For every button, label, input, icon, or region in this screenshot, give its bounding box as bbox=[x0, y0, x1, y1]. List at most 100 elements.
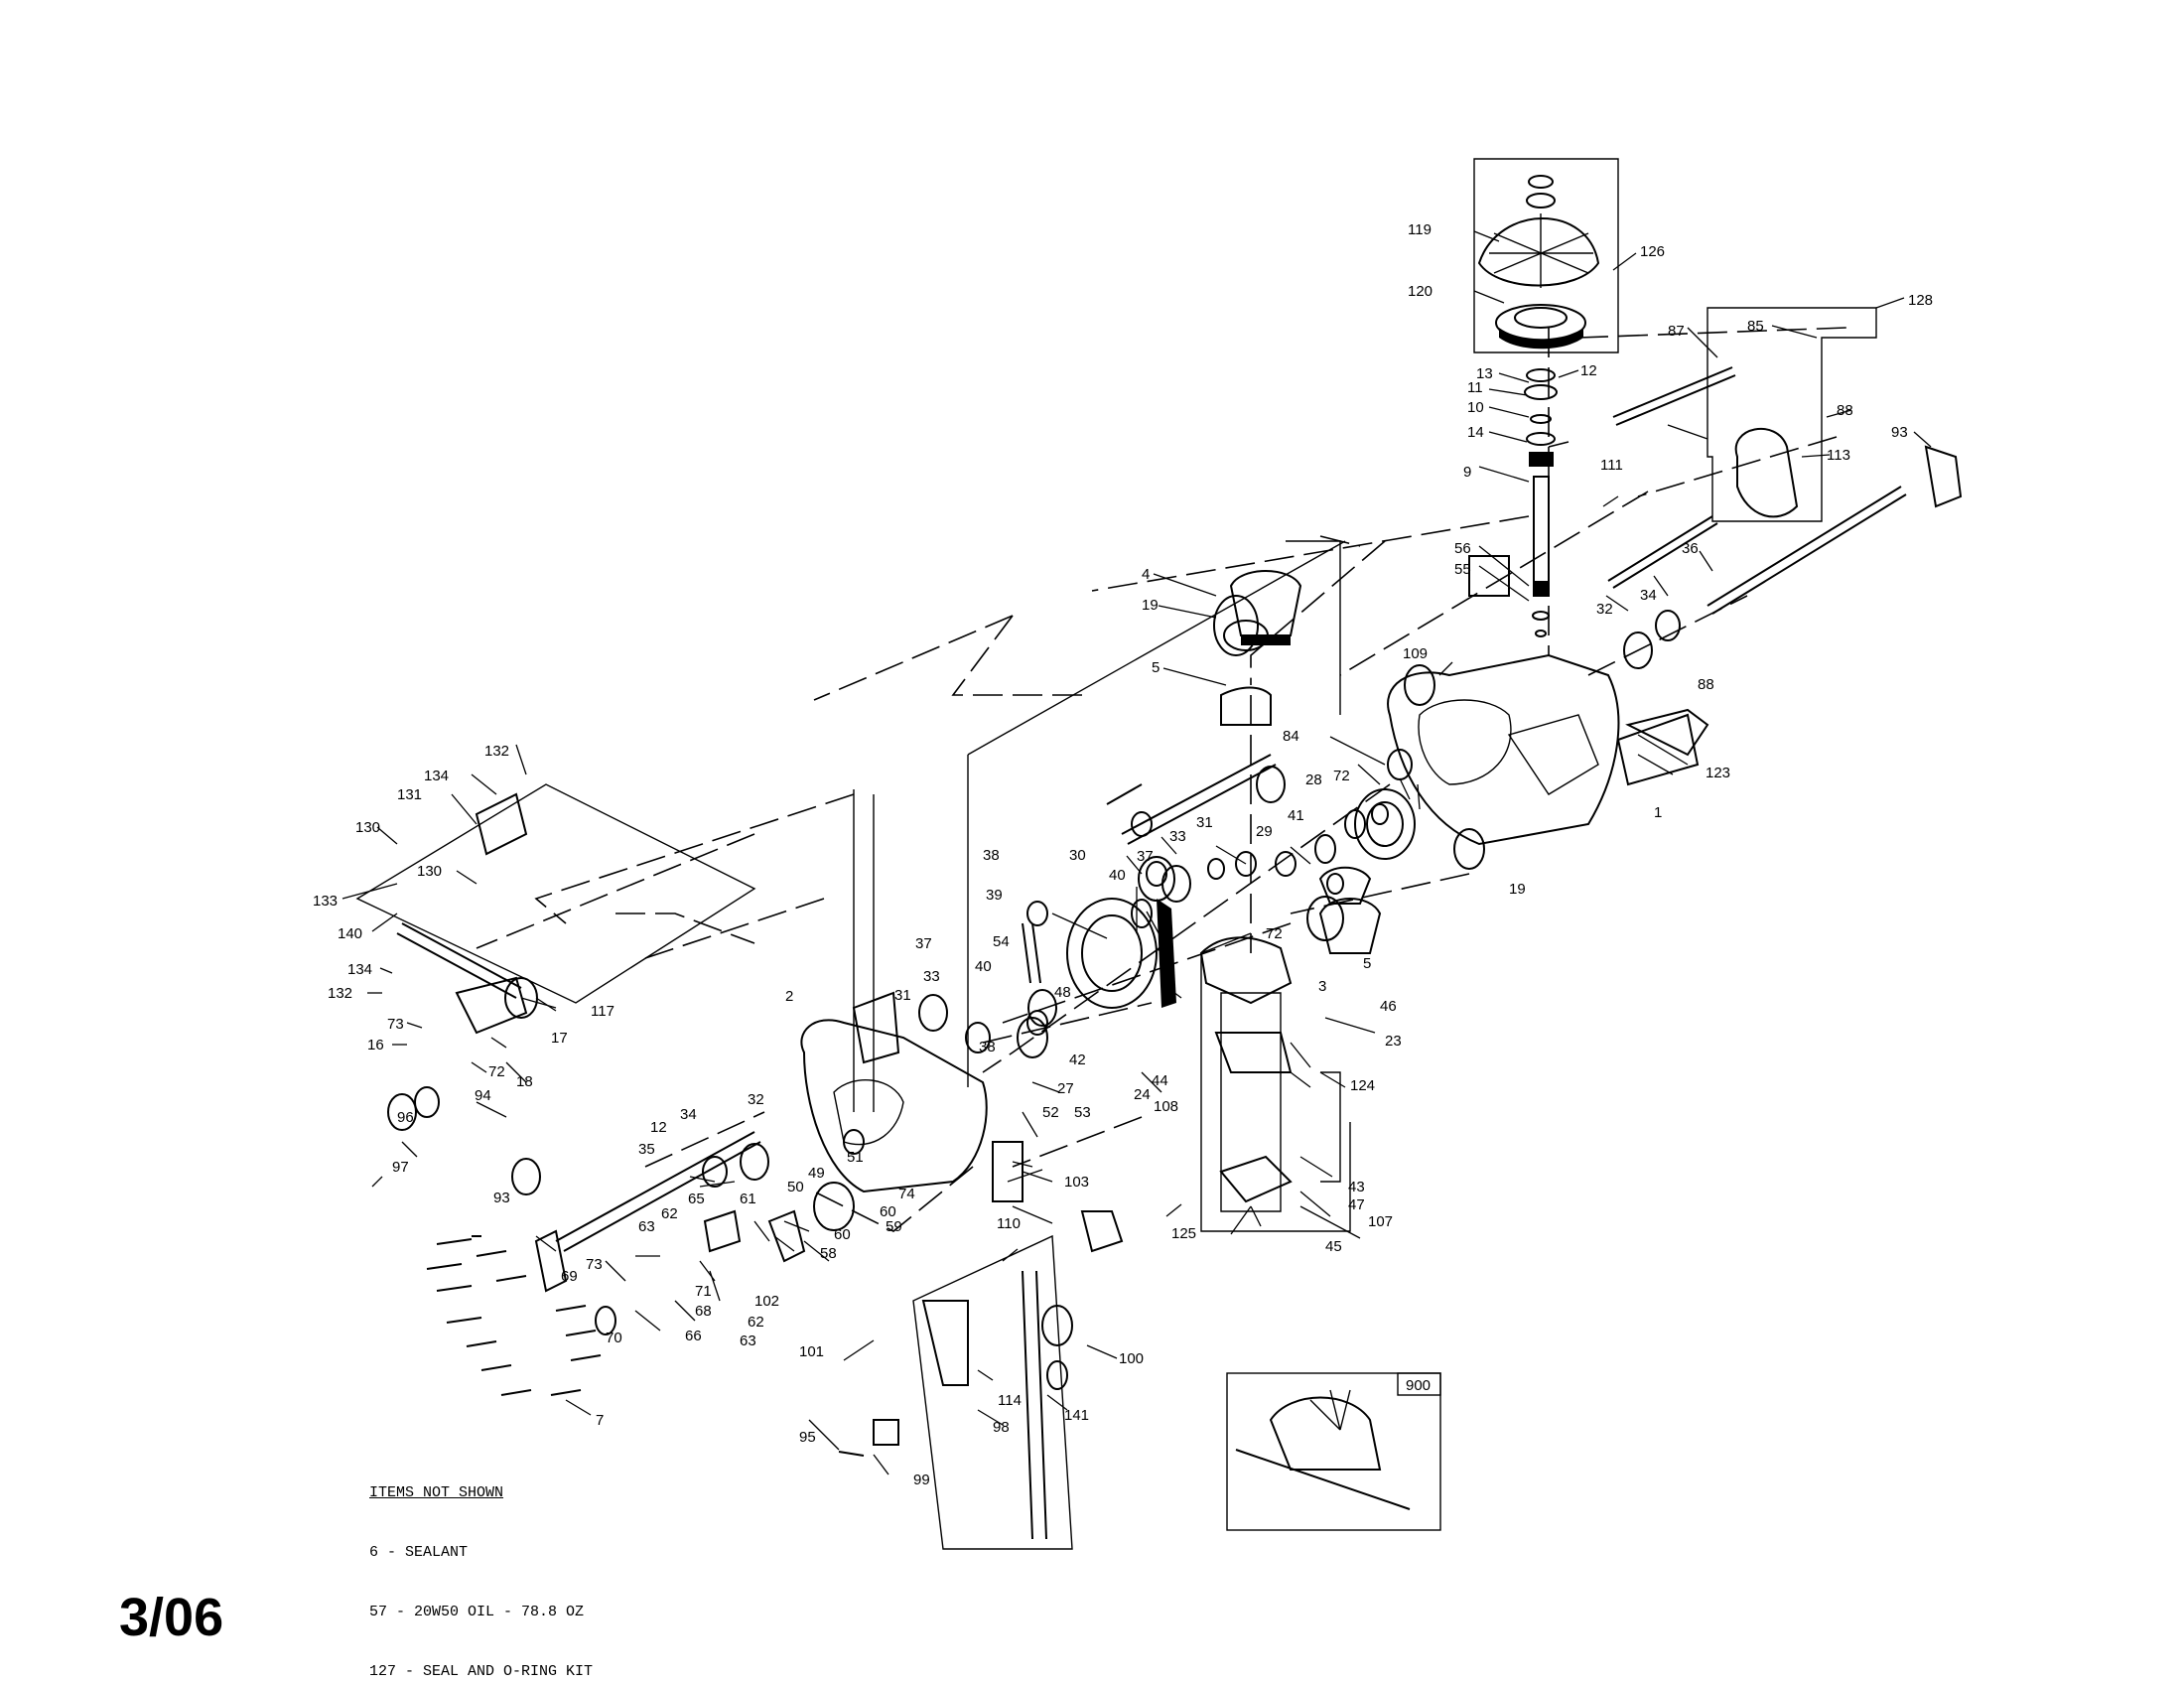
callout-34-left: 34 bbox=[680, 1106, 697, 1123]
callout-128: 128 bbox=[1908, 292, 1933, 309]
callout-9: 9 bbox=[1463, 464, 1471, 481]
callout-7: 7 bbox=[596, 1412, 604, 1429]
callout-17: 17 bbox=[551, 1030, 568, 1047]
callout-120: 120 bbox=[1408, 283, 1433, 300]
assembly-dash-lines bbox=[476, 327, 1847, 1232]
callout-93-left: 93 bbox=[493, 1190, 510, 1206]
callout-72-left: 72 bbox=[488, 1063, 505, 1080]
callout-134-lower: 134 bbox=[347, 961, 372, 978]
callout-54: 54 bbox=[993, 933, 1010, 950]
callout-3: 3 bbox=[1318, 978, 1326, 995]
inset-900 bbox=[1226, 1372, 1441, 1531]
callout-124: 124 bbox=[1350, 1077, 1375, 1094]
callout-133: 133 bbox=[313, 893, 338, 910]
callout-63-lower: 63 bbox=[740, 1333, 756, 1349]
callout-123: 123 bbox=[1706, 765, 1730, 781]
callout-52: 52 bbox=[1042, 1104, 1059, 1121]
callout-34-right: 34 bbox=[1640, 587, 1657, 604]
callout-56: 56 bbox=[1454, 540, 1471, 557]
callout-50: 50 bbox=[787, 1179, 804, 1195]
callout-5-lower: 5 bbox=[1363, 955, 1371, 972]
callout-111: 111 bbox=[1600, 457, 1623, 474]
callout-5-upper: 5 bbox=[1152, 659, 1160, 676]
items-not-shown-notes: ITEMS NOT SHOWN 6 - SEALANT 57 - 20W50 O… bbox=[369, 1444, 593, 1684]
callout-131: 131 bbox=[397, 786, 422, 803]
brackets bbox=[455, 428, 1963, 1446]
shafts bbox=[396, 366, 1907, 1540]
callout-72-upper: 72 bbox=[1333, 768, 1350, 784]
callout-102: 102 bbox=[754, 1293, 779, 1310]
callout-114: 114 bbox=[998, 1392, 1022, 1409]
callout-24: 24 bbox=[1134, 1086, 1151, 1103]
inset-label: 900 bbox=[1406, 1377, 1431, 1394]
callout-30: 30 bbox=[1069, 847, 1086, 864]
callout-60-lower: 60 bbox=[834, 1226, 851, 1243]
callout-134-upper: 134 bbox=[424, 768, 449, 784]
callout-2: 2 bbox=[785, 988, 793, 1005]
callout-14: 14 bbox=[1467, 424, 1484, 441]
callout-44-upper: 44 bbox=[1157, 940, 1173, 957]
callout-87: 87 bbox=[1668, 323, 1685, 340]
callout-63-upper: 63 bbox=[638, 1218, 655, 1235]
callout-12: 12 bbox=[1580, 362, 1597, 379]
date-code: 3/06 bbox=[119, 1588, 224, 1647]
callout-132-upper: 132 bbox=[484, 743, 509, 760]
callout-95: 95 bbox=[799, 1429, 816, 1446]
callout-33-upper: 33 bbox=[1169, 828, 1186, 845]
callout-101: 101 bbox=[799, 1343, 824, 1360]
callout-103: 103 bbox=[1064, 1174, 1089, 1191]
callout-100: 100 bbox=[1119, 1350, 1144, 1367]
callout-16: 16 bbox=[367, 1037, 384, 1053]
bolt-cluster bbox=[426, 1235, 865, 1457]
callout-51: 51 bbox=[847, 1149, 864, 1166]
callout-126: 126 bbox=[1640, 243, 1665, 260]
callout-66: 66 bbox=[685, 1328, 702, 1344]
callout-29: 29 bbox=[1256, 823, 1273, 840]
callout-32-right: 32 bbox=[1596, 601, 1613, 618]
callout-130-lower: 130 bbox=[417, 863, 442, 880]
callout-27: 27 bbox=[1057, 1080, 1074, 1097]
callout-68: 68 bbox=[695, 1303, 712, 1320]
callout-130-upper: 130 bbox=[355, 819, 380, 836]
callout-39: 39 bbox=[986, 887, 1003, 904]
callout-88-upper: 88 bbox=[1837, 402, 1853, 419]
gears bbox=[387, 595, 1681, 1390]
callout-labels: 119 126 120 13 12 11 10 14 9 56 55 128 8… bbox=[313, 221, 1933, 1488]
items-not-shown-item: 6 - SEALANT bbox=[369, 1544, 469, 1561]
callout-69: 69 bbox=[561, 1268, 578, 1285]
callout-42: 42 bbox=[1069, 1052, 1086, 1068]
callout-117: 117 bbox=[591, 1003, 614, 1020]
callout-47: 47 bbox=[1348, 1196, 1365, 1213]
callout-84: 84 bbox=[1283, 728, 1299, 745]
callout-88-lower: 88 bbox=[1698, 676, 1714, 693]
callout-46: 46 bbox=[1380, 998, 1397, 1015]
housings bbox=[800, 570, 1700, 1203]
callout-99: 99 bbox=[913, 1472, 930, 1488]
callout-23: 23 bbox=[1385, 1033, 1402, 1050]
callout-18: 18 bbox=[516, 1073, 533, 1090]
callout-40-lower: 40 bbox=[975, 958, 992, 975]
callout-58: 58 bbox=[820, 1245, 837, 1262]
callout-48: 48 bbox=[1054, 984, 1071, 1001]
callout-12-left: 12 bbox=[650, 1119, 667, 1136]
callout-36: 36 bbox=[1682, 540, 1699, 557]
callout-73-upper: 73 bbox=[387, 1016, 404, 1033]
items-not-shown-item: 57 - 20W50 OIL - 78.8 OZ bbox=[369, 1604, 585, 1620]
callout-43: 43 bbox=[1348, 1179, 1365, 1195]
callout-4: 4 bbox=[1142, 566, 1150, 583]
callout-33-lower: 33 bbox=[923, 968, 940, 985]
callout-60-upper: 60 bbox=[880, 1203, 896, 1220]
callout-132-lower: 132 bbox=[328, 985, 352, 1002]
callout-62-lower: 62 bbox=[748, 1314, 764, 1331]
callout-53: 53 bbox=[1074, 1104, 1091, 1121]
callout-38-upper: 38 bbox=[983, 847, 1000, 864]
callout-11: 11 bbox=[1467, 379, 1483, 396]
callout-73-lower: 73 bbox=[586, 1256, 603, 1273]
callout-37-upper: 37 bbox=[1137, 848, 1154, 865]
callout-108: 108 bbox=[1154, 1098, 1178, 1115]
callout-71: 71 bbox=[695, 1283, 712, 1300]
callout-74: 74 bbox=[898, 1186, 915, 1202]
callout-141: 141 bbox=[1064, 1407, 1089, 1424]
